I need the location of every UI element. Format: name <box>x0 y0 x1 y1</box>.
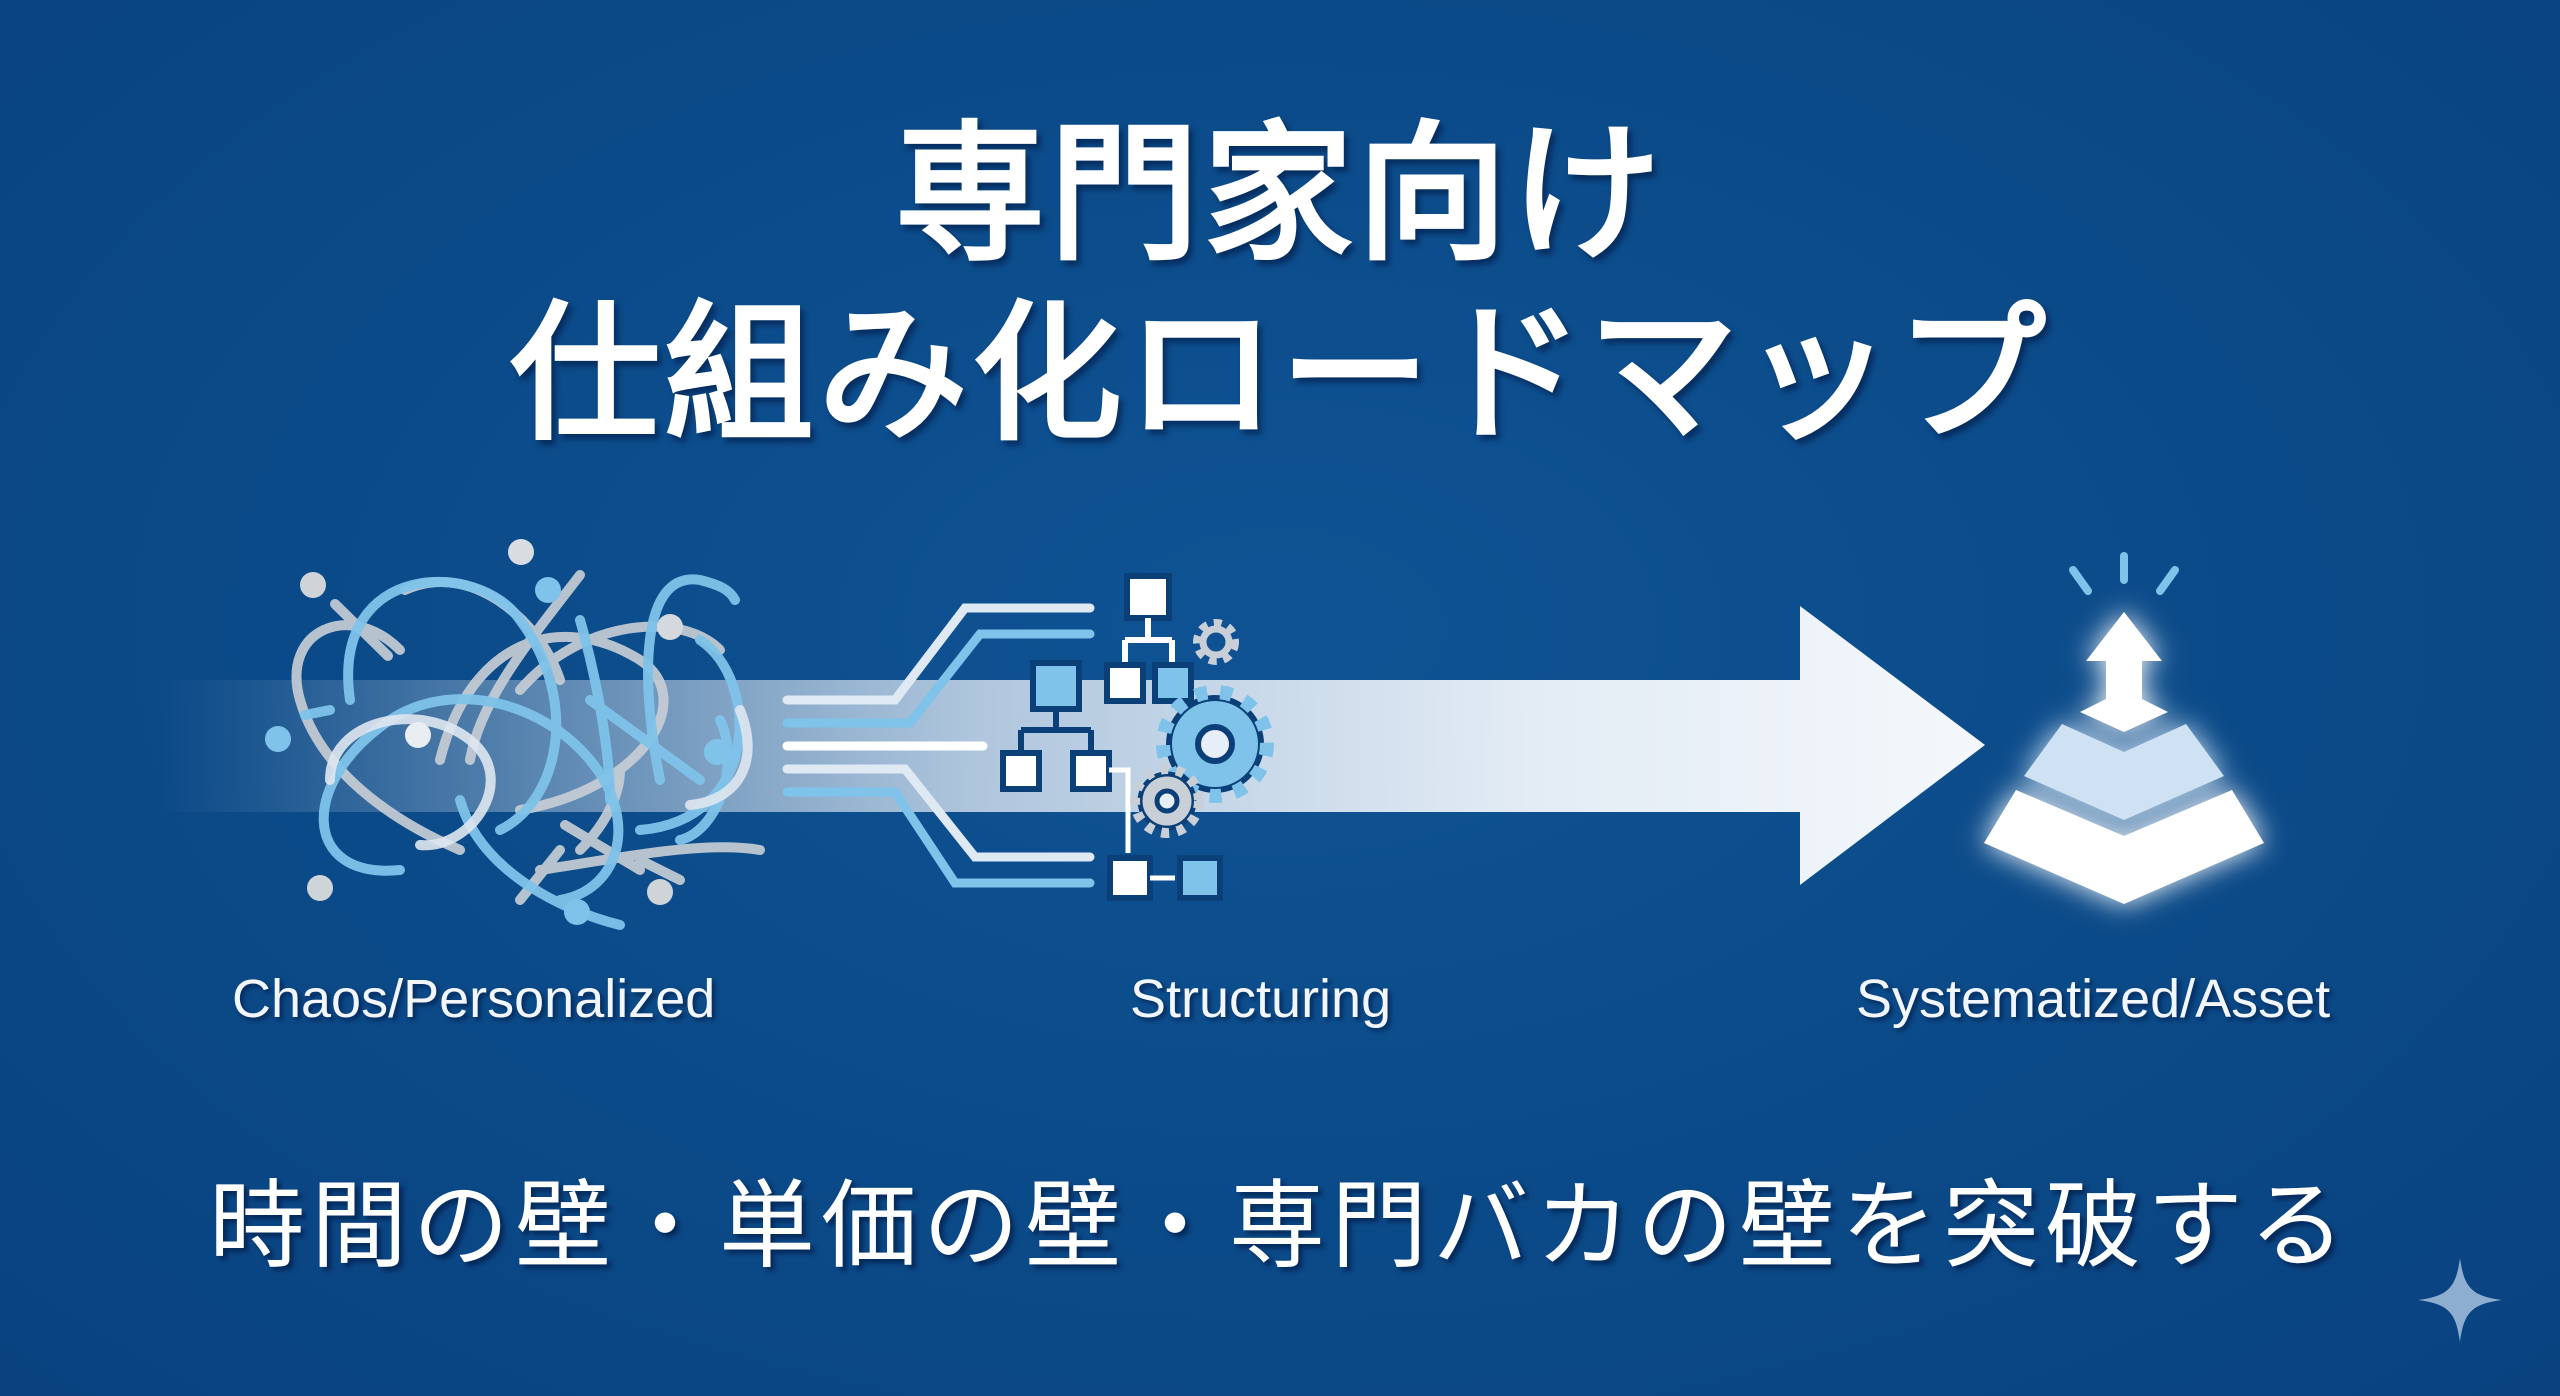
flowchart-gears-icon <box>1000 573 1274 901</box>
gear-icon-small <box>1130 764 1204 838</box>
progress-arrow <box>160 606 1985 885</box>
tangled-lines-icon <box>265 539 765 930</box>
title-line-1: 専門家向け <box>894 108 1665 282</box>
stage-label-systematized: Systematized/Asset <box>1856 969 2331 1029</box>
shine-rays-icon <box>2069 552 2179 595</box>
flow-lines <box>782 603 1095 888</box>
gear-icon <box>1193 619 1239 665</box>
glowing-pyramid-icon <box>1984 612 2264 904</box>
subtitle: 時間の壁・単価の壁・専門バカの壁を突破する <box>209 1170 2351 1282</box>
stage-label-chaos: Chaos/Personalized <box>232 969 716 1029</box>
sparkle-icon <box>2418 1258 2502 1342</box>
stage-label-structuring: Structuring <box>1130 969 1392 1029</box>
gear-icon-large <box>1156 685 1274 803</box>
title-line-2: 仕組み化ロードマップ <box>509 288 2050 462</box>
